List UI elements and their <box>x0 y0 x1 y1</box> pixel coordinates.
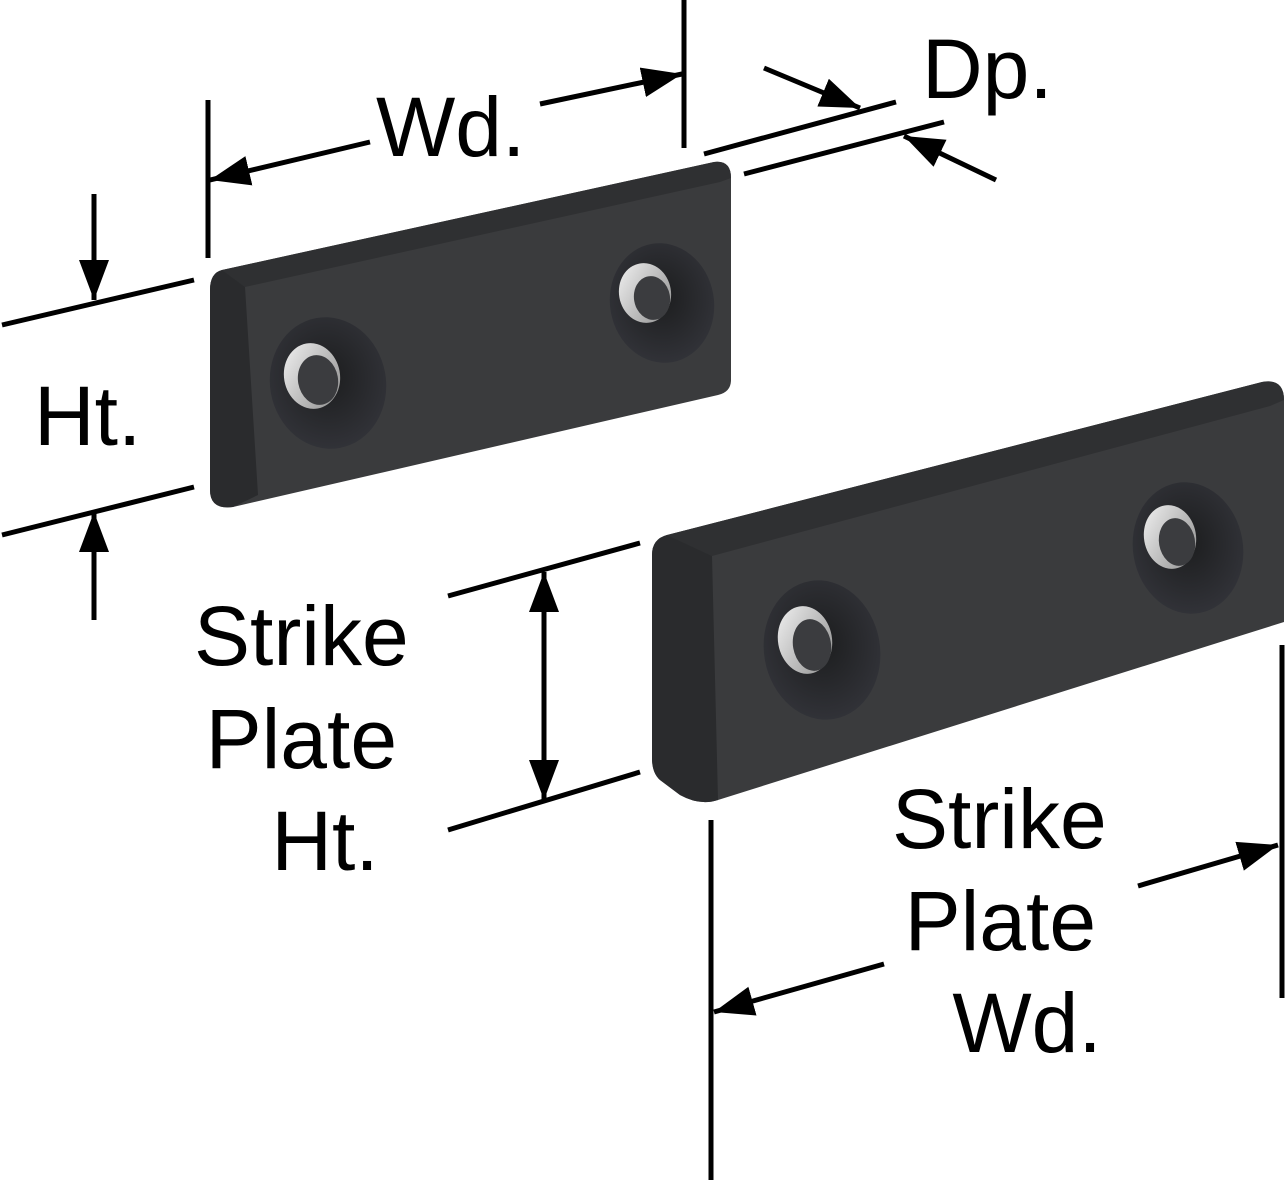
height-dimension: Ht. <box>1 194 195 620</box>
small-plate-top-bevel <box>222 161 731 287</box>
small-strike-plate <box>210 161 731 508</box>
strike-width-arrow-right <box>1137 841 1279 889</box>
strike-width-label-line2: Plate <box>905 874 1096 968</box>
strike-width-dimension: Strike Plate Wd. <box>708 645 1285 1180</box>
width-dimension: Wd. <box>205 0 687 258</box>
strike-width-label-line1: Strike <box>892 772 1107 866</box>
large-plate-right-hole <box>1132 482 1244 614</box>
depth-extension-upper <box>703 99 897 157</box>
depth-arrow-upper <box>763 65 861 111</box>
small-plate-left-bevel <box>210 270 258 508</box>
depth-arrow-lower <box>902 133 998 183</box>
large-plate-left-bevel <box>652 535 718 803</box>
height-label: Ht. <box>34 369 141 463</box>
strike-height-label: Strike Plate Ht. <box>194 589 432 888</box>
height-extension-top <box>1 277 195 328</box>
large-strike-plate <box>652 381 1284 803</box>
large-plate-left-hole <box>763 580 881 720</box>
height-extension-bottom <box>1 484 195 538</box>
strike-width-label-line3: Wd. <box>952 976 1101 1070</box>
strike-height-extension-top <box>447 540 641 599</box>
strike-width-arrow-left <box>713 961 885 1016</box>
strike-height-label-line3: Ht. <box>271 794 378 888</box>
small-plate-right-hole <box>609 243 715 363</box>
strike-height-label-line1: Strike <box>194 589 409 683</box>
strike-height-label-line2: Plate <box>206 692 397 786</box>
width-label: Wd. <box>376 80 525 174</box>
width-arrow-left <box>209 139 371 186</box>
depth-label: Dp. <box>922 22 1053 116</box>
width-arrow-right <box>539 67 683 107</box>
depth-dimension: Dp. <box>703 22 1053 183</box>
strike-height-dimension: Strike Plate Ht. <box>194 540 641 888</box>
strike-height-extension-bottom <box>447 769 641 833</box>
strike-width-label: Strike Plate Wd. <box>892 772 1130 1070</box>
large-plate-top-bevel <box>667 381 1284 556</box>
small-plate-left-hole <box>269 317 387 449</box>
depth-extension-lower <box>743 119 945 177</box>
